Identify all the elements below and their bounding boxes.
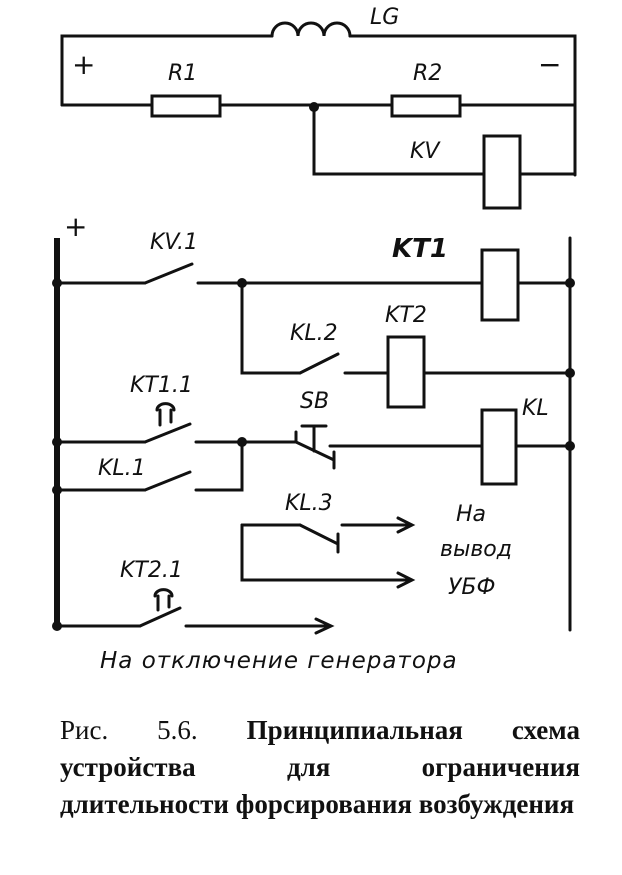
contact-kl1 xyxy=(143,470,192,492)
circuit-diagram: LG + − R1 R2 KV + KV.1 KT1 KL.2 KT2 KT1.… xyxy=(52,5,577,674)
label-lg: LG xyxy=(370,5,399,30)
row-kl3 xyxy=(240,516,416,589)
label-kl1: KL.1 xyxy=(98,456,146,481)
relay-kl xyxy=(480,408,518,486)
time-delay-icon xyxy=(155,402,176,427)
contact-kt21 xyxy=(138,606,182,628)
figure-caption: Рис. 5.6. Принципиальная схема устройств… xyxy=(60,712,580,823)
row-kt2 xyxy=(240,281,572,409)
row-kl xyxy=(55,402,572,492)
arrow-head xyxy=(396,571,416,589)
label-kl: KL xyxy=(522,396,549,421)
label-kt1: KT1 xyxy=(392,234,448,264)
junction xyxy=(237,437,247,447)
label-ubf-line3: УБФ xyxy=(448,575,495,600)
contact-kl2 xyxy=(298,352,340,375)
label-kv1: KV.1 xyxy=(150,230,198,255)
lg-inductor xyxy=(270,21,352,38)
row-kt1 xyxy=(55,248,572,322)
label-r1: R1 xyxy=(168,61,197,86)
relay-kt2 xyxy=(386,335,426,409)
label-kt11: KT1.1 xyxy=(130,373,193,398)
excitation-circuit xyxy=(60,21,577,210)
relay-kt1 xyxy=(480,248,520,322)
relay-kv xyxy=(482,134,522,210)
label-ubf-line1: На xyxy=(456,502,486,527)
resistor-r1 xyxy=(150,94,222,118)
label-kl2: KL.2 xyxy=(290,321,338,346)
caption-number: Рис. 5.6. xyxy=(60,715,198,745)
contact-kl3 xyxy=(298,523,340,554)
caption-text: Принципиальная схема устройства для огра… xyxy=(60,715,580,819)
label-kv: KV xyxy=(410,139,441,164)
contact-kt11 xyxy=(143,422,192,444)
label-r2: R2 xyxy=(413,61,442,86)
label-kt21: KT2.1 xyxy=(120,558,183,583)
label-ubf-line2: вывод xyxy=(440,537,512,562)
contact-kv1 xyxy=(143,262,194,285)
label-kl3: KL.3 xyxy=(285,491,333,516)
time-delay-icon xyxy=(153,588,174,612)
row-kt21 xyxy=(55,588,335,635)
arrow-head xyxy=(396,516,416,534)
label-plus-top: + xyxy=(72,48,95,81)
label-generator-trip: На отключение генератора xyxy=(100,648,458,674)
label-kt2: KT2 xyxy=(385,303,427,328)
label-minus-top: − xyxy=(538,48,561,81)
arrow-head xyxy=(314,617,335,635)
label-sb: SB xyxy=(300,389,329,414)
label-plus-bus: + xyxy=(64,210,87,243)
resistor-r2 xyxy=(390,94,462,118)
button-sb xyxy=(294,424,336,462)
